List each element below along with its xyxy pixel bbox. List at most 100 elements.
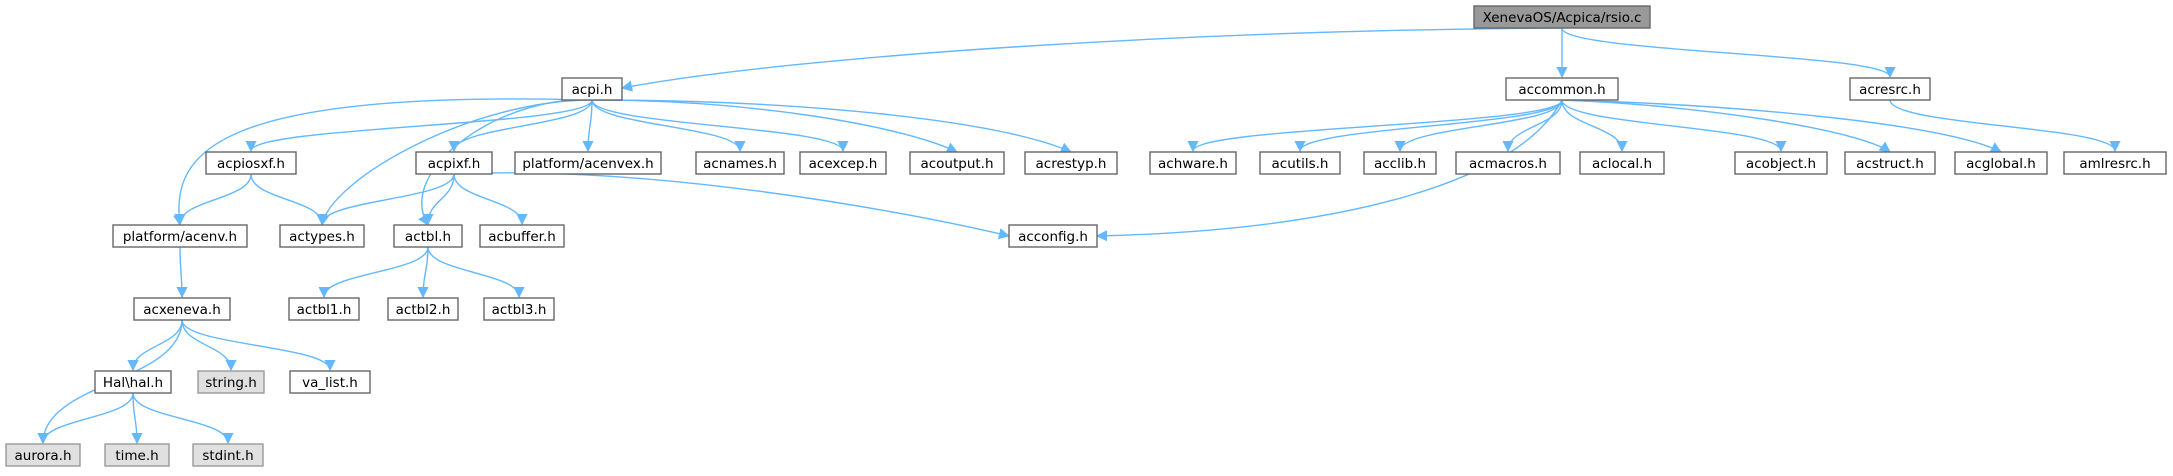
node-label: Hal\hal.h — [103, 375, 163, 391]
node-acclib-h[interactable]: acclib.h — [1363, 151, 1437, 175]
node-box — [1363, 151, 1437, 175]
node-accommon-h[interactable]: accommon.h — [1505, 77, 1619, 101]
node-acresrc-h[interactable]: acresrc.h — [1849, 77, 1931, 101]
node-string-h: string.h — [197, 370, 265, 394]
node-amlresrc-h[interactable]: amlresrc.h — [2063, 151, 2167, 175]
node-label: acpixf.h — [428, 156, 481, 172]
node-box — [112, 224, 248, 248]
node-acbuffer-h[interactable]: acbuffer.h — [479, 224, 565, 248]
node-box — [1844, 151, 1936, 175]
node-label: va_list.h — [302, 375, 358, 391]
node-acconfig-h[interactable]: acconfig.h — [1008, 224, 1098, 248]
edge-acpi_h-to-acnames_h — [591, 99, 746, 153]
node-box — [133, 297, 231, 321]
edge-rsio_c-to-acpi_h — [620, 27, 1563, 92]
node-time-h: time.h — [104, 443, 170, 467]
node-box — [104, 443, 170, 467]
edge-accommon_h-to-acobject_h — [1561, 99, 1787, 153]
node-aclocal-h[interactable]: aclocal.h — [1579, 151, 1665, 175]
edge-acpiosxf_h-to-actypes_h — [250, 173, 328, 226]
edge-actbl_h-to-actbl2_h — [417, 246, 429, 299]
node-label: XenevaOS/Acpica/rsio.c — [1483, 10, 1642, 26]
node-box — [1579, 151, 1665, 175]
edge-acpixf_h-to-actbl_h — [422, 173, 455, 226]
node-box — [1259, 151, 1341, 175]
node-box — [197, 370, 265, 394]
node-platform-acenvex-h[interactable]: platform/acenvex.h — [514, 151, 662, 175]
node-label: acpi.h — [572, 82, 613, 98]
node-label: acclib.h — [1374, 156, 1426, 172]
node-actbl2-h[interactable]: actbl2.h — [387, 297, 459, 321]
node-box — [1734, 151, 1828, 175]
node-label: actypes.h — [289, 229, 355, 245]
node-actbl3-h[interactable]: actbl3.h — [483, 297, 555, 321]
node-box — [479, 224, 565, 248]
node-acoutput-h[interactable]: acoutput.h — [909, 151, 1005, 175]
node-label: acglobal.h — [1966, 156, 2036, 172]
node-acglobal-h[interactable]: acglobal.h — [1954, 151, 2048, 175]
edge-acpi_h-to-acrestyp_h — [591, 99, 1073, 153]
node-actbl1-h[interactable]: actbl1.h — [288, 297, 360, 321]
edge-accommon_h-to-acstruct_h — [1561, 99, 1891, 153]
node-label: acbuffer.h — [488, 229, 556, 245]
node-box — [1455, 151, 1561, 175]
node-label: amlresrc.h — [2079, 156, 2150, 172]
node-box — [695, 151, 785, 175]
node-acexcep-h[interactable]: acexcep.h — [799, 151, 887, 175]
node-acpixf-h[interactable]: acpixf.h — [415, 151, 493, 175]
node-box — [799, 151, 887, 175]
node-box — [1473, 5, 1651, 29]
node-box — [1149, 151, 1237, 175]
node-box — [387, 297, 459, 321]
edges-layer — [37, 27, 2121, 445]
edge-acxeneva_h-to-hal_hal_h — [127, 319, 183, 372]
edge-acpi_h-to-acpixf_h — [448, 99, 593, 153]
edge-acresrc_h-to-amlresrc_h — [1889, 99, 2121, 153]
node-label: acutils.h — [1272, 156, 1329, 172]
node-label: acnames.h — [703, 156, 777, 172]
edge-accommon_h-to-acconfig_h — [1095, 99, 1563, 242]
node-box — [192, 443, 264, 467]
node-acutils-h[interactable]: acutils.h — [1259, 151, 1341, 175]
edge-acpi_h-to-acoutput_h — [591, 99, 959, 153]
node-rsio-c[interactable]: XenevaOS/Acpica/rsio.c — [1473, 5, 1651, 29]
node-box — [5, 443, 81, 467]
node-box — [1008, 224, 1098, 248]
node-hal-hal-h[interactable]: Hal\hal.h — [94, 370, 172, 394]
node-acobject-h[interactable]: acobject.h — [1734, 151, 1828, 175]
node-box — [1505, 77, 1619, 101]
edge-acpi_h-to-acpiosxf_h — [245, 99, 593, 153]
node-label: acrestyp.h — [1036, 156, 1107, 172]
node-label: aclocal.h — [1592, 156, 1652, 172]
node-label: acstruct.h — [1856, 156, 1924, 172]
node-label: acexcep.h — [809, 156, 878, 172]
node-va-list-h[interactable]: va_list.h — [289, 370, 371, 394]
node-actypes-h[interactable]: actypes.h — [279, 224, 365, 248]
edge-actbl_h-to-actbl1_h — [318, 246, 429, 299]
node-acmacros-h[interactable]: acmacros.h — [1455, 151, 1561, 175]
node-acnames-h[interactable]: acnames.h — [695, 151, 785, 175]
node-acstruct-h[interactable]: acstruct.h — [1844, 151, 1936, 175]
edge-accommon_h-to-acclib_h — [1394, 99, 1563, 153]
node-box — [483, 297, 555, 321]
node-label: acoutput.h — [920, 156, 993, 172]
edge-accommon_h-to-acglobal_h — [1561, 99, 2002, 153]
node-box — [1024, 151, 1118, 175]
node-acxeneva-h[interactable]: acxeneva.h — [133, 297, 231, 321]
node-platform-acenv-h[interactable]: platform/acenv.h — [112, 224, 248, 248]
node-box — [393, 224, 463, 248]
node-label: acmacros.h — [1469, 156, 1547, 172]
node-acpi-h[interactable]: acpi.h — [561, 77, 623, 101]
node-box — [2063, 151, 2167, 175]
edge-accommon_h-to-aclocal_h — [1561, 99, 1628, 153]
node-label: acresrc.h — [1859, 82, 1921, 98]
node-box — [94, 370, 172, 394]
node-actbl-h[interactable]: actbl.h — [393, 224, 463, 248]
node-acpiosxf-h[interactable]: acpiosxf.h — [205, 151, 297, 175]
node-box — [415, 151, 493, 175]
node-box — [279, 224, 365, 248]
node-acrestyp-h[interactable]: acrestyp.h — [1024, 151, 1118, 175]
node-achware-h[interactable]: achware.h — [1149, 151, 1237, 175]
node-label: acpiosxf.h — [217, 156, 285, 172]
edge-accommon_h-to-acmacros_h — [1502, 99, 1563, 153]
